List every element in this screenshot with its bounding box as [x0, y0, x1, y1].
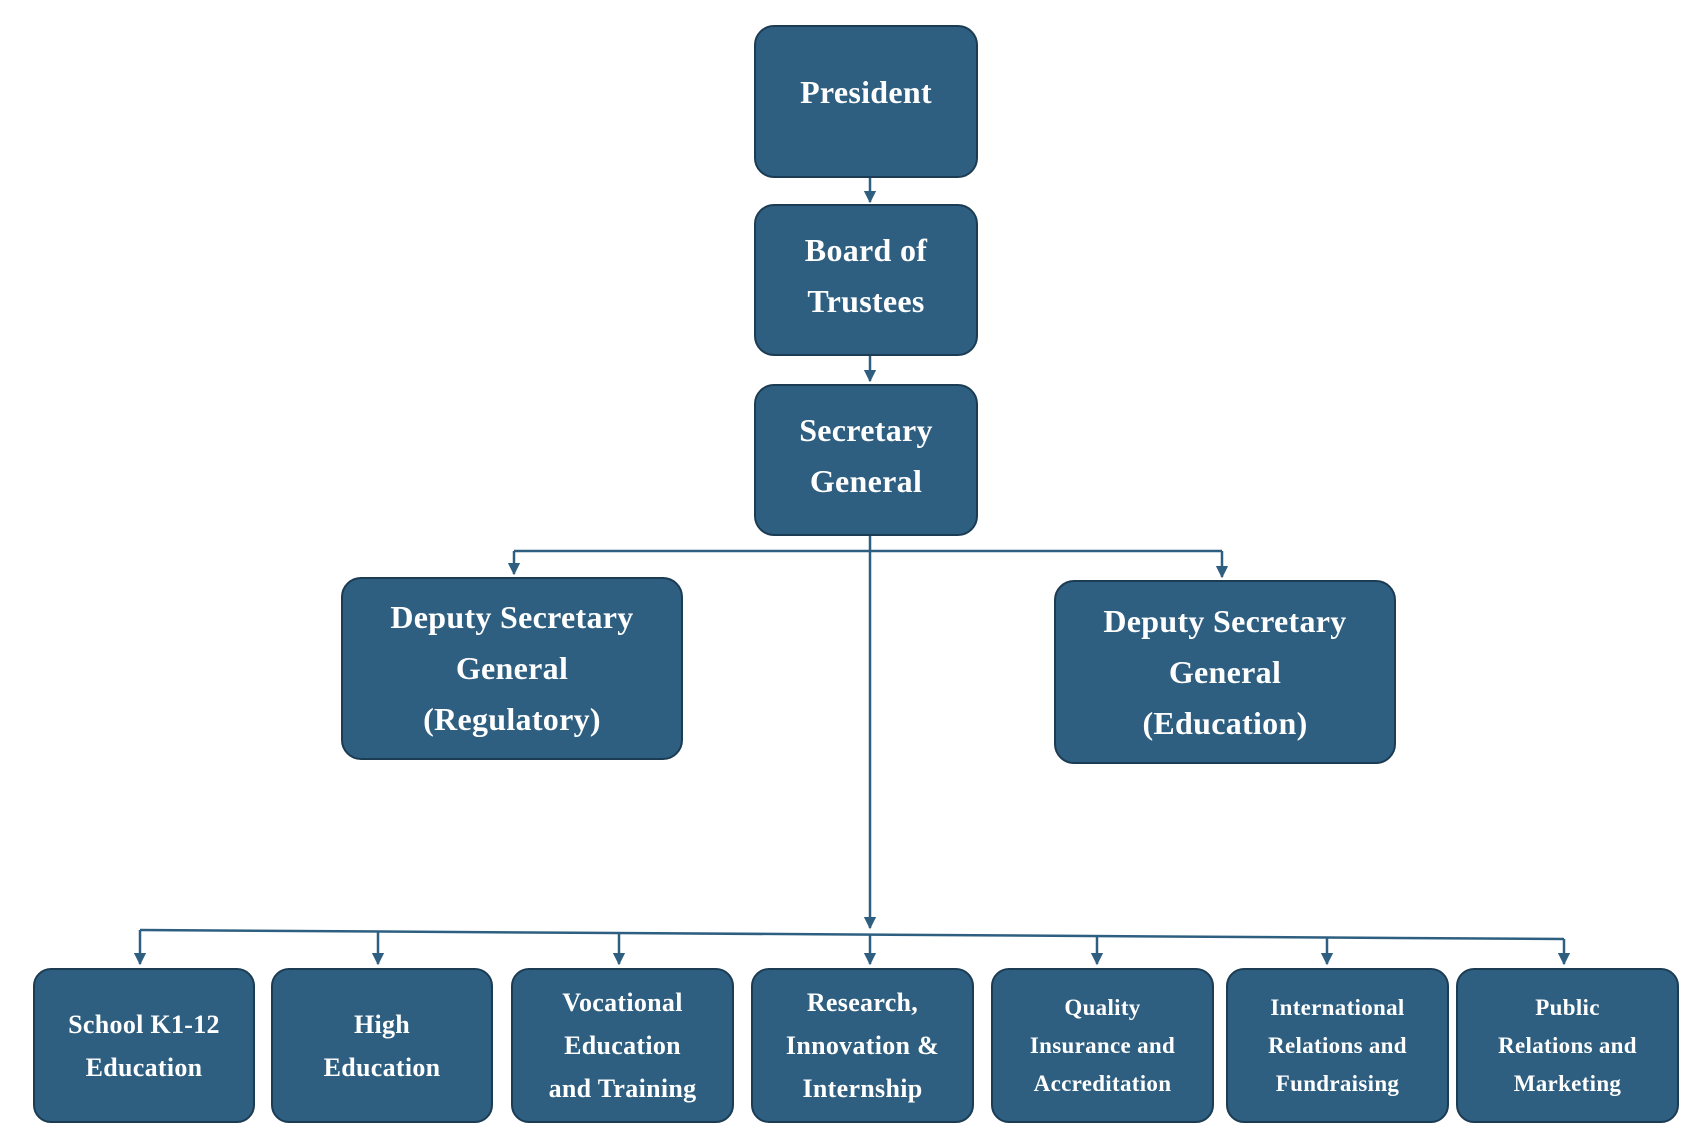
unit-school-k1-12-box: School K1-12 Education — [33, 968, 255, 1123]
president-box: President — [754, 25, 978, 178]
deputy-regulatory-label: Deputy Secretary General (Regulatory) — [390, 599, 634, 737]
president-label: President — [800, 74, 932, 110]
deputy-regulatory-box: Deputy Secretary General (Regulatory) — [341, 577, 683, 760]
unit-research-box: Research, Innovation & Internship — [751, 968, 974, 1123]
deputy-education-label: Deputy Secretary General (Education) — [1103, 602, 1347, 741]
unit-vocational-box: Vocational Education and Training — [511, 968, 734, 1123]
unit-quality-label: Quality Insurance and Accreditation — [1029, 994, 1176, 1096]
unit-research-label: Research, Innovation & Internship — [785, 988, 940, 1103]
deputy-education-box: Deputy Secretary General (Education) — [1054, 580, 1396, 764]
unit-international-label: International Relations and Fundraising — [1268, 994, 1407, 1096]
connector-unit-bus — [139, 928, 1565, 941]
unit-public-relations-box: Public Relations and Marketing — [1456, 968, 1679, 1123]
unit-quality-box: Quality Insurance and Accreditation — [991, 968, 1214, 1123]
board-of-trustees-label: Board of Trustees — [804, 232, 928, 319]
unit-public-relations-label: Public Relations and Marketing — [1498, 994, 1637, 1096]
unit-high-education-label: High Education — [323, 1009, 441, 1082]
secretary-general-label: Secretary General — [799, 412, 933, 499]
unit-school-k1-12-label: School K1-12 Education — [68, 1009, 220, 1082]
unit-high-education-box: High Education — [271, 968, 493, 1123]
unit-vocational-label: Vocational Education and Training — [548, 988, 697, 1103]
unit-international-box: International Relations and Fundraising — [1226, 968, 1449, 1123]
secretary-general-box: Secretary General — [754, 384, 978, 536]
board-of-trustees-box: Board of Trustees — [754, 204, 978, 356]
